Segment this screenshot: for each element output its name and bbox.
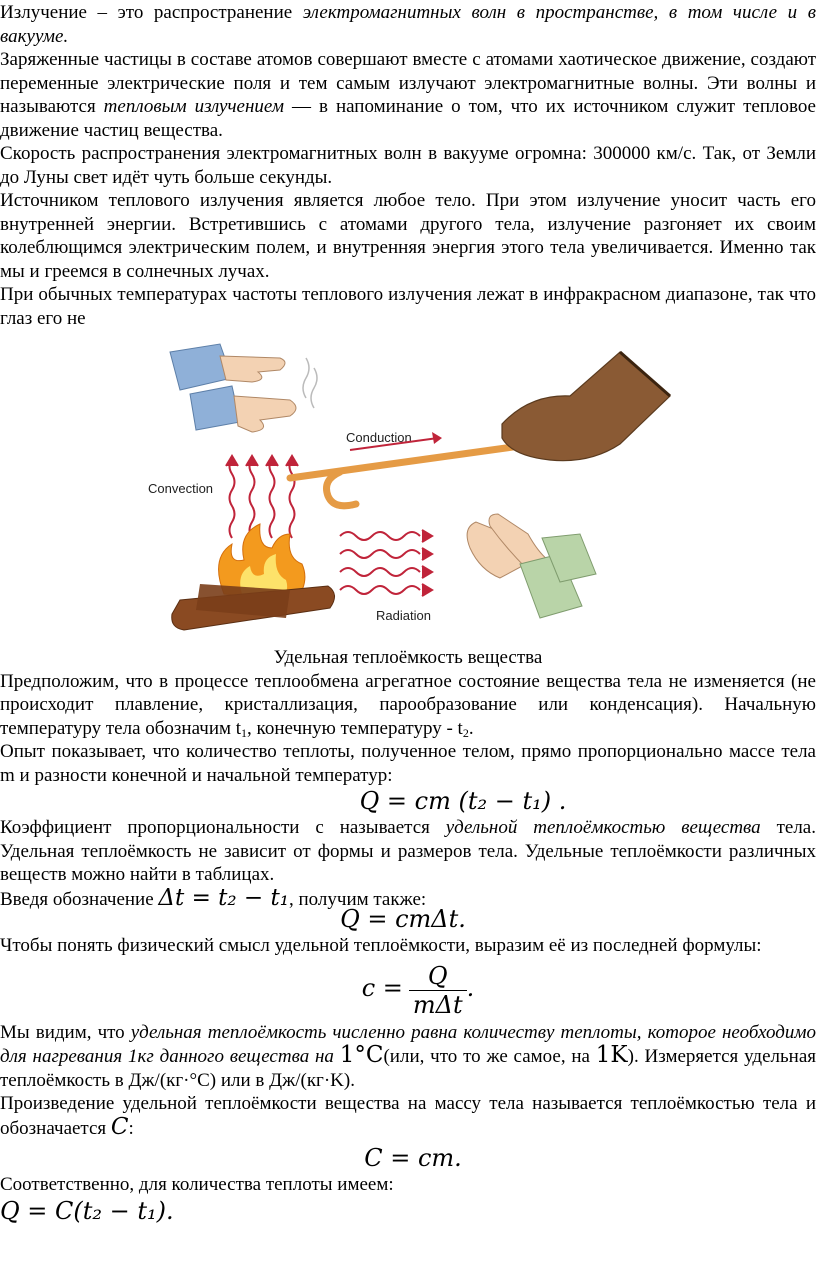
paragraph-thermal-radiation: Заряженные частицы в составе атомов сове…	[0, 49, 816, 141]
emphasis-text: электромагнитных волн в пространстве, в …	[0, 2, 816, 47]
formula-c-cm: C = cm.	[364, 1144, 462, 1172]
inline-formula-1k: 1K	[595, 1042, 628, 1068]
section-title: Удельная теплоёмкость вещества	[273, 647, 543, 668]
paragraph-physical-meaning: Чтобы понять физический смысл удельной т…	[0, 935, 762, 956]
inline-formula-delta-t: Δt = t₂ − t₁	[158, 884, 289, 911]
glove-icon	[501, 350, 671, 462]
paragraph-assumption: Предположим, что в процессе теплообмена …	[0, 670, 816, 740]
emphasis-text: тепловым излучением	[103, 96, 284, 117]
conduction-label: Conduction	[346, 430, 412, 445]
paragraph-definition: Мы видим, что удельная теплоёмкость числ…	[0, 1021, 816, 1091]
paragraph-source: Источником теплового излучения является …	[0, 190, 816, 282]
inline-formula-1c: 1°C	[339, 1042, 384, 1068]
paragraph-coefficient: Коэффициент пропорциональности c называе…	[0, 817, 816, 885]
emphasis-text: удельной теплоёмкостью вещества	[445, 817, 761, 838]
emphasis-text: удельная теплоёмкость численно равна кол…	[0, 1021, 816, 1068]
warming-hands-icon	[466, 513, 597, 619]
conduction-arrow-icon	[349, 437, 439, 451]
formula-q-c-delta: Q = C(t₂ − t₁).	[0, 1196, 174, 1225]
fire-icon	[171, 523, 335, 631]
convection-label: Convection	[148, 481, 213, 496]
paragraph-radiation-definition: Излучение – это распространение электром…	[0, 2, 816, 47]
inline-formula-c: C	[110, 1113, 129, 1140]
heated-rod-icon	[286, 442, 524, 510]
paragraph-accordingly: Соответственно, для количества теплоты и…	[0, 1174, 394, 1195]
heat-transfer-figure: Convection Conduction	[0, 338, 816, 646]
formula-heat-quantity: Q = cm (t₂ − t₁) .	[359, 787, 567, 815]
conduction-arrowhead-icon	[432, 432, 442, 444]
radiation-waves-icon	[339, 529, 434, 597]
convection-arrows-icon	[225, 454, 299, 539]
paragraph-experience: Опыт показывает, что количество теплоты,…	[0, 741, 816, 786]
radiation-label: Radiation	[376, 608, 431, 623]
paragraph-notation: Введя обозначение Δt = t₂ − t₁, получим …	[0, 884, 427, 911]
paragraph-heat-capacity: Произведение удельной теплоёмкости вещес…	[0, 1093, 816, 1140]
paragraph-speed: Скорость распространения электромагнитны…	[0, 143, 816, 188]
formula-q-cm-delta-t: Q = cmΔt.	[340, 905, 466, 933]
paragraph-infrared: При обычных температурах частоты теплово…	[0, 284, 816, 329]
top-hand-icon	[169, 343, 318, 433]
heat-transfer-illustration: Convection Conduction	[148, 343, 671, 631]
